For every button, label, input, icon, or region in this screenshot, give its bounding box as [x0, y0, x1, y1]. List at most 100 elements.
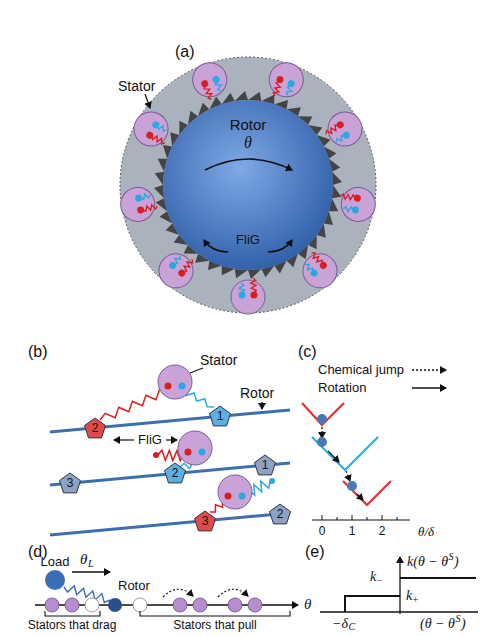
- figure-label: Stators that drag: [28, 619, 117, 633]
- panel-a-stroke-stroke-stroke: [145, 130, 155, 140]
- panel-a-stroke-stroke-stroke: [151, 120, 161, 130]
- figure-label: 2: [277, 508, 284, 522]
- figure-label: FliG: [138, 433, 162, 448]
- panel-b: [50, 365, 291, 535]
- panel-b-stroke: [218, 475, 252, 509]
- panel-d-stroke: [85, 598, 99, 612]
- panel-b-stroke: [190, 368, 203, 373]
- panel-b-stroke: [261, 402, 262, 409]
- panel-a-stroke-stroke-stroke: [318, 260, 328, 270]
- panel-a-stroke-stroke-stroke: [287, 79, 296, 88]
- panel-d-stroke: [163, 589, 193, 597]
- panel-a-stroke-stroke-stroke: [322, 106, 368, 152]
- panel-c-stroke: [302, 403, 344, 425]
- panel-b-stroke: [50, 463, 290, 485]
- panel-d-stroke: [45, 570, 65, 590]
- panel-a-stroke-stroke-stroke: [168, 260, 178, 270]
- panel-c-stroke: [412, 369, 446, 370]
- figure-label: S: [449, 551, 454, 563]
- figure-label: 1: [217, 410, 224, 424]
- node-text: θ: [244, 134, 252, 152]
- figure-label: k: [370, 569, 376, 585]
- panel-a-stroke-stroke: [155, 172, 164, 185]
- figure-label: Rotation: [318, 381, 366, 396]
- panel-a-stroke-stroke-stroke: [128, 106, 174, 152]
- panel-a-stroke-stroke-stroke: [341, 130, 351, 140]
- panel-b-stroke: [179, 383, 186, 390]
- panel-b-stroke: [100, 389, 275, 512]
- panel-b-stroke: [239, 493, 246, 500]
- panel-letter: (b): [28, 343, 48, 361]
- panel-b-stroke: [166, 439, 177, 440]
- panel-b-stroke-stroke: [195, 511, 216, 531]
- panel-a-stroke-stroke: [332, 185, 341, 198]
- figure-label: Stator: [200, 352, 237, 368]
- panel-b-stroke-stroke: [153, 452, 159, 458]
- panel-a-stroke-stroke: [188, 58, 232, 103]
- figure-label: L: [88, 558, 94, 570]
- panel-a-stroke-stroke-stroke: [212, 75, 221, 84]
- panel-b-stroke: [50, 513, 290, 535]
- panel-a-stroke-stroke: [248, 269, 261, 279]
- panel-a-stroke-stroke-stroke: [296, 247, 344, 295]
- rotor-disk: RotorθFliG: [163, 100, 333, 270]
- panel-b-stroke-stroke: [270, 504, 291, 524]
- panel-d-stroke: [45, 611, 290, 616]
- figure-label: 2: [92, 422, 99, 436]
- panel-a-stroke-stroke: [320, 106, 368, 153]
- panel-a-stroke-stroke: [332, 172, 342, 185]
- figure-label: −: [377, 575, 383, 587]
- panel-a-stroke: [268, 240, 292, 252]
- figure-label: Rotor: [118, 579, 150, 594]
- panel-a-stroke-stroke-stroke: [251, 278, 256, 293]
- figure-label: 2: [172, 467, 179, 481]
- panel-a-stroke-stroke-stroke: [339, 185, 378, 224]
- figure-label: S: [455, 613, 460, 625]
- figure-label: Stators that pull: [173, 619, 256, 633]
- figure-label: 1: [262, 459, 269, 473]
- panel-c-stroke: [322, 515, 397, 520]
- panel-a-stroke-stroke-stroke: [251, 292, 258, 299]
- panel-d-stroke: [133, 598, 147, 612]
- panel-c-stroke: [317, 414, 327, 424]
- panel-c-stroke: [343, 481, 391, 505]
- panel-d-stroke: [72, 571, 110, 572]
- node-text: FliG: [236, 233, 260, 248]
- panel-a-stroke-stroke: [235, 269, 248, 278]
- panel-a-stroke-stroke-stroke: [231, 280, 265, 314]
- panel-c: [302, 370, 446, 520]
- panel-a-stroke-stroke: [248, 92, 261, 101]
- panel-c-stroke: [346, 471, 350, 481]
- panel-a-stroke-stroke-stroke: [239, 283, 244, 293]
- panel-a-stroke-stroke-stroke: [309, 268, 319, 278]
- panel-a-stroke-stroke: [295, 245, 344, 294]
- panel-a-stroke-stroke-stroke: [200, 79, 209, 88]
- panel-d-stroke: [248, 598, 262, 612]
- panel-b-stroke-stroke: [100, 389, 168, 420]
- panel-a-stroke-stroke: [337, 184, 378, 224]
- panel-a-stroke-stroke-stroke: [137, 206, 145, 214]
- figure-label: Chemical jump: [318, 363, 404, 378]
- panel-a-stroke-stroke: [264, 58, 308, 103]
- panel-a-stroke-stroke-stroke: [152, 247, 200, 295]
- panel-d-stroke: [218, 589, 248, 597]
- panel-b-stroke-stroke: [210, 406, 231, 426]
- panel-d-stroke: [228, 598, 242, 612]
- panel-d-stroke: [193, 598, 207, 612]
- panel-a: [118, 57, 378, 314]
- figure-label: θ/δ: [418, 525, 434, 540]
- panel-a-stroke: [163, 100, 333, 270]
- panel-b-stroke-stroke: [60, 473, 81, 493]
- panel-e-stroke: [399, 557, 400, 614]
- figure-label: k(θ − θ: [407, 554, 448, 570]
- panel-c-stroke: [412, 387, 446, 388]
- figure-label: θ: [80, 551, 87, 568]
- figure-label: k: [406, 588, 412, 604]
- figure-label: Load: [41, 555, 70, 570]
- panel-a-stroke-stroke: [128, 106, 176, 153]
- panel-c-stroke: [357, 494, 363, 500]
- panel-b-stroke: [185, 449, 192, 456]
- figure-label: +: [413, 594, 419, 606]
- panel-a-stroke-stroke-stroke: [135, 194, 143, 202]
